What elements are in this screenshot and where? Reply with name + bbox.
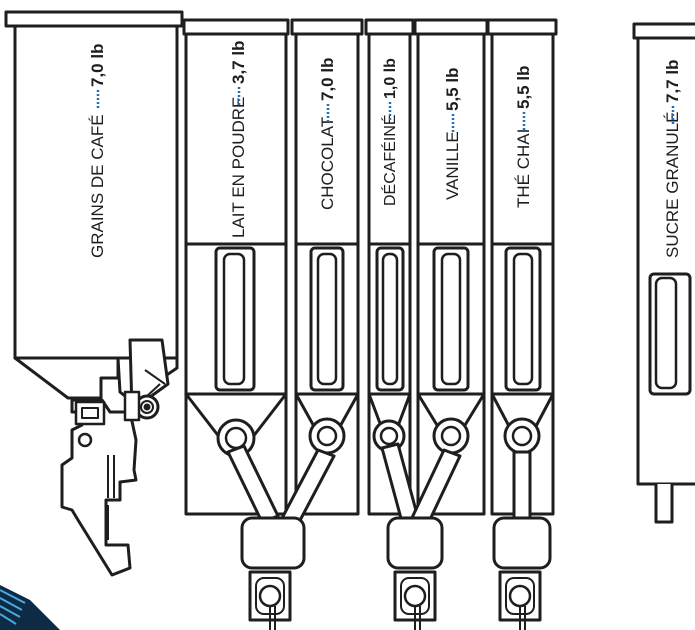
hopper-name: GRAINS DE CAFÉ xyxy=(88,114,107,258)
hopper-name: DÉCAFÉINÉ xyxy=(380,114,399,206)
hopper-weight: 5,5 lb xyxy=(443,68,462,111)
hopper-weight: 3,7 lb xyxy=(229,41,248,84)
canister-chocolate xyxy=(290,18,364,516)
hopper-weight: 7,0 lb xyxy=(318,58,337,101)
hopper-lid xyxy=(4,10,184,28)
mixing-chutes xyxy=(226,442,532,530)
mixer-unit-1 xyxy=(240,516,306,630)
label-chocolate: CHOCOLAT 7,0 lb xyxy=(318,58,337,210)
hopper-weight: 1,0 lb xyxy=(382,58,399,99)
hopper-labels: GRAINS DE CAFÉ 7,0 lb LAIT EN POUDRE 3,7… xyxy=(88,41,682,258)
hopper-coffee-beans xyxy=(4,10,184,577)
hopper-name: SUCRE GRANULÉ xyxy=(663,112,682,258)
label-vanilla: VANILLE 5,5 lb xyxy=(443,68,462,200)
label-chai-tea: THÉ CHAI 5,5 lb xyxy=(514,66,533,208)
canister-group xyxy=(182,18,558,630)
hopper-name: VANILLE xyxy=(443,131,462,200)
hopper-name: THÉ CHAI xyxy=(514,129,533,208)
mixer-unit-3 xyxy=(492,516,552,630)
label-sugar: SUCRE GRANULÉ 7,7 lb xyxy=(663,60,682,258)
corner-circuit-decoration xyxy=(0,585,60,630)
canister-sugar xyxy=(632,22,695,524)
hopper-body xyxy=(13,24,179,360)
canister-decaf xyxy=(364,18,415,516)
hopper-weight: 7,0 lb xyxy=(88,44,107,87)
hopper-weight: 7,7 lb xyxy=(663,60,682,103)
hopper-name: CHOCOLAT xyxy=(318,117,337,210)
grinder-body xyxy=(60,398,138,577)
label-milk-powder: LAIT EN POUDRE 3,7 lb xyxy=(229,41,248,238)
canister-milk-powder xyxy=(182,18,290,516)
label-coffee-beans: GRAINS DE CAFÉ 7,0 lb xyxy=(88,44,107,258)
canister-chai-tea xyxy=(486,18,558,516)
hopper-name: LAIT EN POUDRE xyxy=(229,97,248,238)
label-decaf: DÉCAFÉINÉ 1,0 lb xyxy=(380,58,399,206)
hopper-weight: 5,5 lb xyxy=(514,66,533,109)
mixer-unit-2 xyxy=(386,516,444,630)
